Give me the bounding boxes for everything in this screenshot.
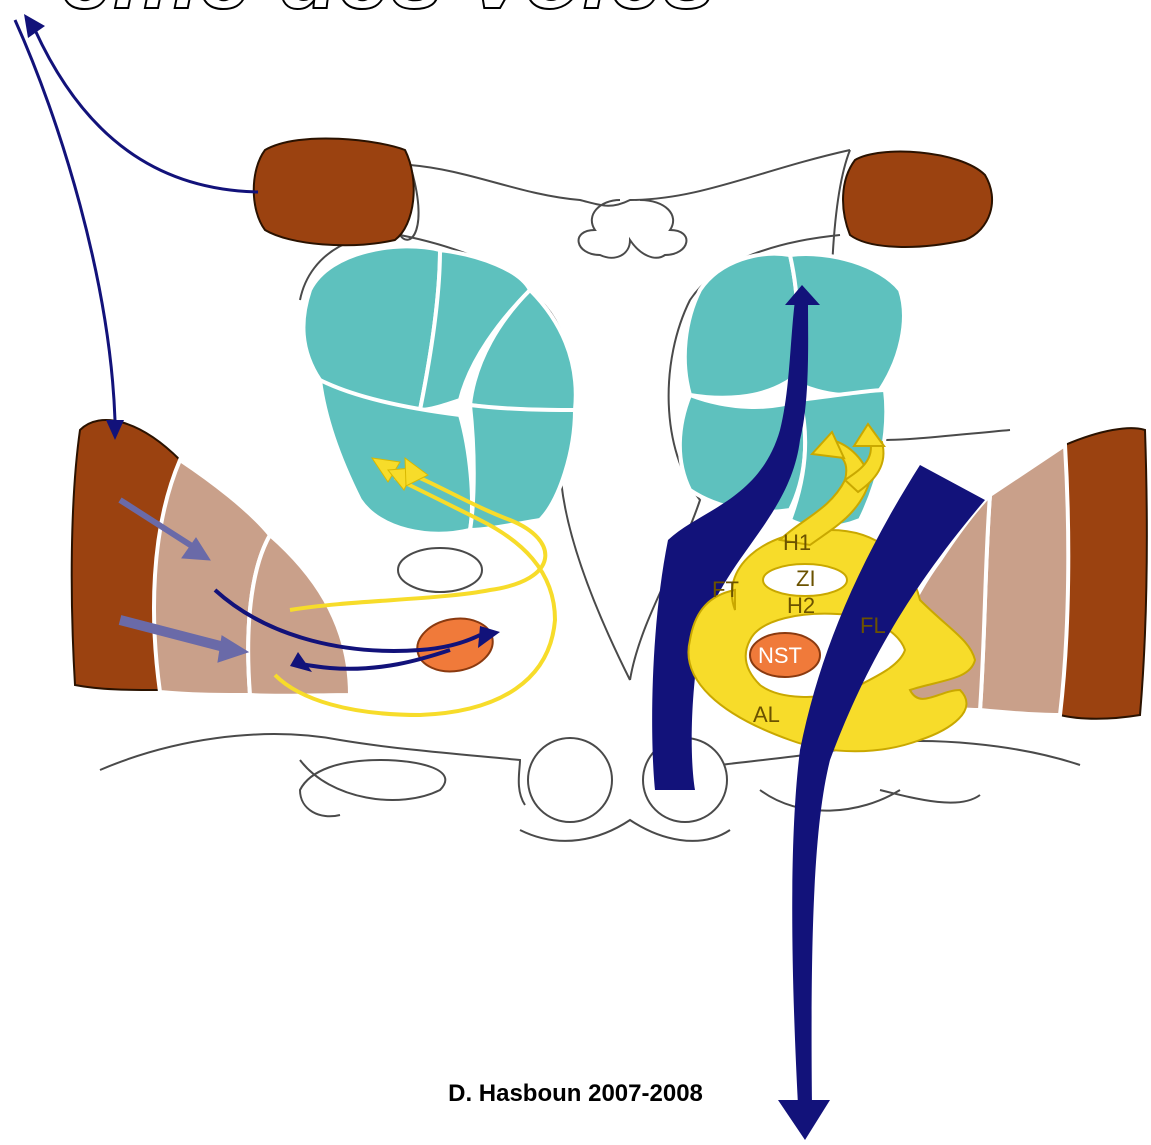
thalamus-right-a: [685, 254, 798, 398]
label-nst: NST: [758, 643, 802, 668]
thalamus-regions: [303, 246, 903, 533]
label-zi: ZI: [796, 566, 816, 591]
cortex-top-left: [254, 138, 414, 245]
cortex-top-right: [843, 152, 992, 247]
label-al: AL: [753, 702, 780, 727]
page-title: ême des voies: [60, 0, 716, 29]
cortex-right: [1060, 428, 1147, 719]
thin-arrowhead-top: [24, 14, 45, 38]
label-h1: H1: [783, 530, 811, 555]
label-ft: FT: [712, 577, 739, 602]
credit-text: D. Hasboun 2007-2008: [0, 1080, 1151, 1108]
label-h2: H2: [787, 593, 815, 618]
cortico-thin-arrows: [15, 20, 258, 420]
label-fl: FL: [860, 613, 886, 638]
pallidum-left: [248, 535, 350, 696]
putamen-right: [980, 445, 1068, 715]
